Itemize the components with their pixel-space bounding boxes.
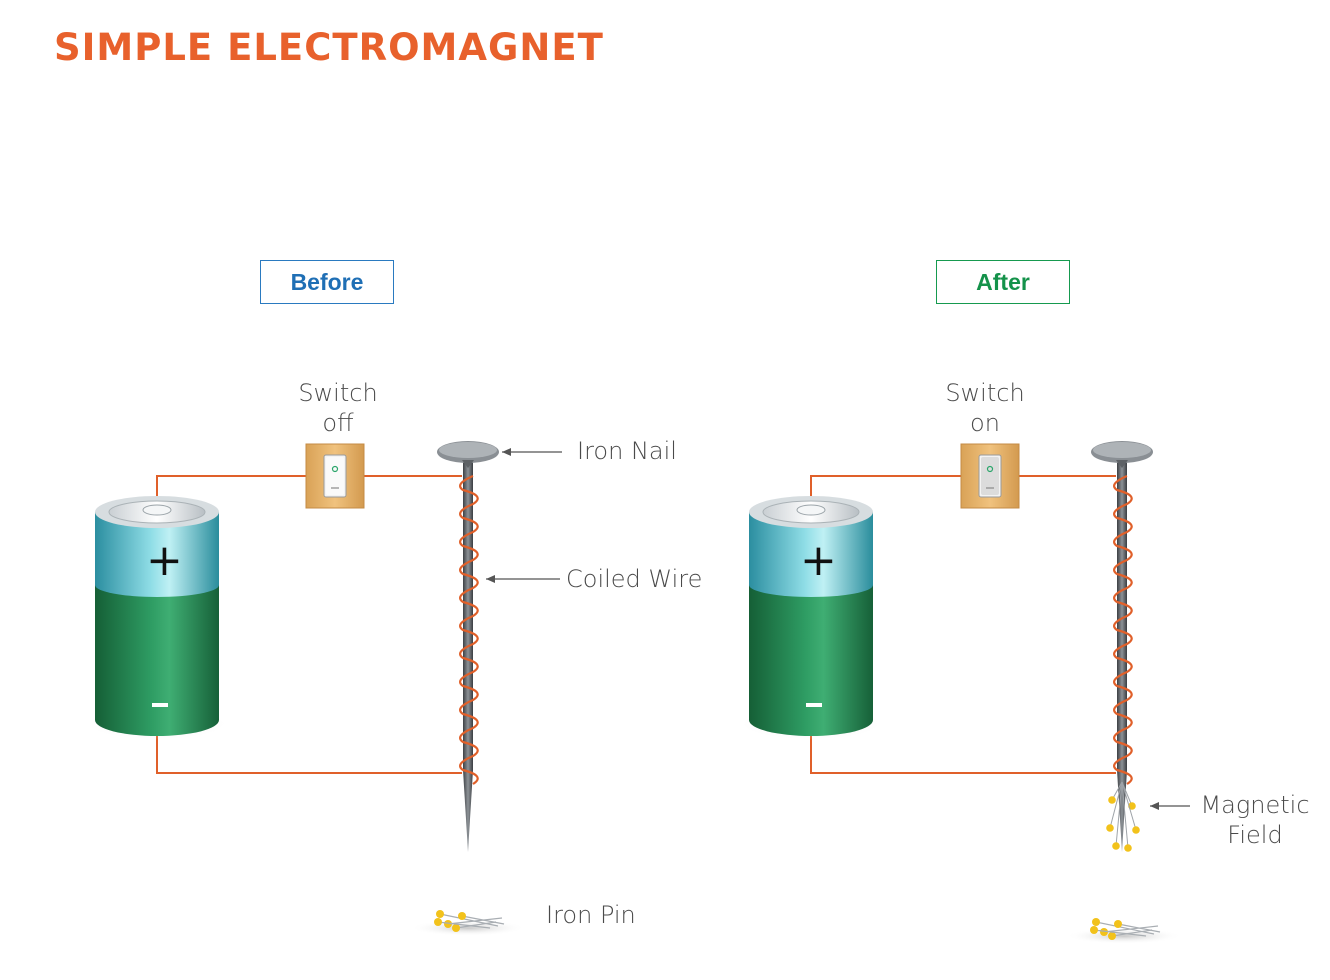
before-pin-1 <box>447 917 503 925</box>
after-field-pin-head-3 <box>1128 802 1136 810</box>
after-iron-pin-icon <box>1066 918 1182 944</box>
before-nail-shaft <box>463 462 473 852</box>
magnetic-field-label-line1: Magnetic <box>1200 791 1310 819</box>
after-wire-top-left <box>810 475 961 505</box>
after-tag: After <box>936 260 1070 304</box>
before-pin-0 <box>439 913 499 927</box>
after-pin-1 <box>1103 925 1159 933</box>
after-wire-bottom <box>810 728 1116 774</box>
after-iron-nail-icon <box>1091 441 1153 852</box>
iron-nail-label: Iron Nail <box>577 437 677 465</box>
before-iron-nail-icon <box>437 441 499 852</box>
before-pin-4 <box>461 915 505 925</box>
after-switch-icon <box>960 443 1020 509</box>
magnetic-field-label: Magnetic Field <box>1194 790 1316 850</box>
page-title: SIMPLE ELECTROMAGNET <box>54 26 604 69</box>
after-coiled-wire <box>1113 474 1133 785</box>
before-battery-top-band <box>95 512 219 597</box>
before-pin-head-4 <box>458 912 466 920</box>
coil-arrow-head <box>486 575 495 583</box>
after-pin-head-2 <box>1108 932 1116 940</box>
before-wire-top-left <box>156 475 306 505</box>
before-pin-head-1 <box>444 920 452 928</box>
after-switch-label-line2: on <box>970 409 1000 437</box>
coiled-wire-label: Coiled Wire <box>566 565 703 593</box>
nail-arrow-head <box>502 448 511 456</box>
after-field-pin-head-4 <box>1132 826 1140 834</box>
after-battery-plus: + <box>800 535 837 586</box>
before-pin-2 <box>455 921 497 929</box>
before-switch-rocker <box>326 457 344 495</box>
after-field-pin-head-0 <box>1108 796 1116 804</box>
after-pin-head-4 <box>1114 920 1122 928</box>
after-pin-head-1 <box>1100 928 1108 936</box>
before-iron-pin-icon <box>410 910 526 936</box>
after-pin-3 <box>1093 929 1147 937</box>
before-pin-3 <box>437 921 491 929</box>
before-nail-head-top <box>439 442 497 458</box>
before-battery-terminal <box>142 504 172 516</box>
iron-pin-label: Iron Pin <box>546 901 636 929</box>
after-battery-icon <box>739 496 883 740</box>
before-switch-indicator <box>331 465 339 473</box>
after-nail-shaft <box>1117 462 1127 852</box>
before-tag: Before <box>260 260 394 304</box>
after-pin-4 <box>1117 923 1161 933</box>
after-field-pin-head-5 <box>1124 844 1132 852</box>
after-pin-0 <box>1095 921 1155 935</box>
after-field-pin-1 <box>1109 781 1123 829</box>
after-nail-head-top <box>1093 442 1151 458</box>
after-nail-neck <box>1116 460 1128 468</box>
after-pin-shadow <box>1066 928 1182 944</box>
before-nail-neck <box>462 460 474 468</box>
after-field-pin-5 <box>1121 781 1129 849</box>
after-field-pin-head-2 <box>1112 842 1120 850</box>
before-switch-icon <box>305 443 365 509</box>
before-battery-icon <box>85 496 229 740</box>
after-pin-2 <box>1111 929 1153 937</box>
before-switch-label: Switch off <box>297 378 379 438</box>
before-battery-minus <box>152 703 168 707</box>
before-switch-label-line2: off <box>322 409 354 437</box>
after-battery-top-band <box>749 512 873 597</box>
after-battery-minus <box>806 703 822 707</box>
after-battery-body <box>749 585 873 736</box>
after-field-pin-head-1 <box>1106 824 1114 832</box>
after-switch-rocker <box>981 457 999 495</box>
after-field-pin-4 <box>1121 781 1137 831</box>
after-switch-label: Switch on <box>944 378 1026 438</box>
before-battery-plus: + <box>146 535 183 586</box>
after-pin-head-0 <box>1092 918 1100 926</box>
after-switch-indicator <box>986 465 994 473</box>
after-field-pin-2 <box>1115 781 1123 847</box>
magnetic-field-label-line2: Field <box>1227 821 1283 849</box>
after-switch-label-line1: Switch <box>945 379 1025 407</box>
field-arrow-head <box>1150 802 1159 810</box>
before-pin-shadow <box>410 920 526 936</box>
after-battery-terminal <box>796 504 826 516</box>
before-wire-bottom <box>156 728 462 774</box>
before-pin-head-2 <box>452 924 460 932</box>
before-pin-head-0 <box>436 910 444 918</box>
before-pin-head-3 <box>434 918 442 926</box>
after-pin-head-3 <box>1090 926 1098 934</box>
before-coiled-wire <box>459 474 479 785</box>
before-switch-label-line1: Switch <box>298 379 378 407</box>
before-battery-body <box>95 585 219 736</box>
